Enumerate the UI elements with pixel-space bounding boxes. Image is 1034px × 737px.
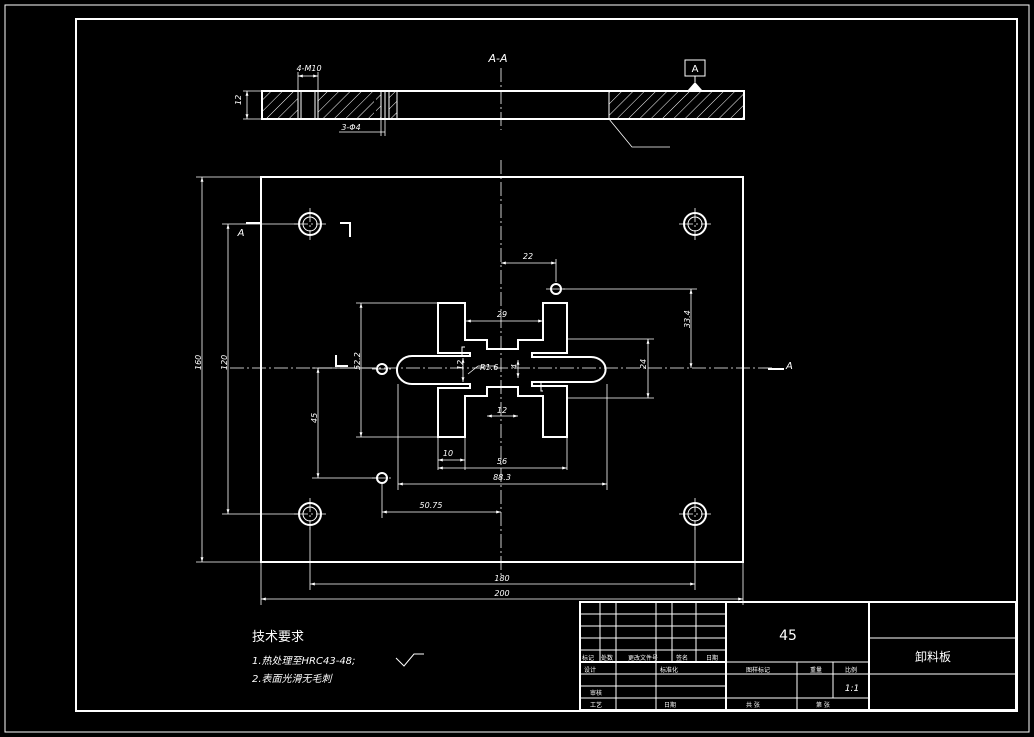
dim-52-2: 52.2 [353, 352, 362, 370]
tb-label-2: 更改文件号 [628, 654, 658, 662]
dim-180: 180 [494, 574, 509, 583]
plan-view: A A 22 29 33.4 52.2 24 [194, 160, 793, 605]
datum-label: A [692, 64, 699, 75]
dim-200: 200 [494, 589, 509, 598]
dim-10: 10 [443, 449, 453, 458]
section-view: A-A 4-M10 3-Φ4 12 A [234, 52, 745, 148]
tb-label-1: 处数 [601, 654, 613, 662]
dim-45: 45 [310, 413, 319, 423]
tech-line-2: 2.表面光滑无毛刺 [252, 673, 334, 685]
dim-12b: 12 [497, 406, 507, 415]
tb-label-5: 设计 [584, 666, 596, 674]
dim-r1-6: R1.6 [480, 363, 498, 372]
material: 45 [779, 628, 797, 644]
tb-label-6: 标准化 [660, 666, 678, 674]
tb-label-8: 重量 [810, 666, 822, 674]
dim-24: 24 [639, 359, 648, 369]
thread-hole-tr [679, 208, 711, 240]
cavity-outline [396, 302, 607, 438]
dim-4: 4 [510, 364, 519, 369]
tb-label-13: 共 张 [746, 701, 760, 709]
tech-requirements: 技术要求 1.热处理至HRC43-48; 2.表面光滑无毛刺 [252, 630, 424, 685]
dim-33-4: 33.4 [683, 310, 692, 328]
tb-label-7: 图样标记 [746, 666, 770, 674]
tech-line-1: 1.热处理至HRC43-48; [252, 655, 355, 667]
pin-holes-label: 3-Φ4 [341, 123, 360, 132]
outer-border [4, 4, 1030, 733]
part-name: 卸料板 [915, 649, 951, 664]
dim-120: 120 [220, 355, 229, 370]
thread-hole-br [679, 498, 711, 530]
scale: 1:1 [845, 684, 859, 694]
tb-label-14: 第 张 [816, 701, 830, 709]
surface-roughness-icon [395, 653, 424, 667]
tb-label-10: 审核 [590, 689, 602, 697]
dim-160: 160 [194, 355, 203, 370]
title-block: 标记 处数 更改文件号 签名 日期 设计 标准化 图样标记 重量 比例 审核 工… [579, 601, 1017, 711]
thickness-dim: 12 [234, 95, 243, 105]
dim-56: 56 [497, 457, 507, 466]
thread-hole-bl [294, 498, 326, 530]
tb-label-0: 标记 [582, 654, 594, 662]
dim-12: 12 [456, 360, 465, 370]
thread-hole-tl [294, 208, 326, 240]
tb-label-3: 签名 [676, 654, 688, 662]
thread-holes-label: 4-M10 [296, 64, 321, 73]
section-title: A-A [487, 52, 507, 65]
tb-label-12: 日期 [664, 701, 676, 709]
pin-hole-top [546, 283, 566, 295]
dim-22: 22 [523, 252, 533, 261]
tech-title: 技术要求 [252, 630, 304, 645]
dim-50-75: 50.75 [420, 501, 443, 510]
inner-border [75, 18, 1018, 712]
plate-outline [260, 176, 744, 563]
dim-29: 29 [497, 310, 507, 319]
pin-hole-left [372, 363, 392, 375]
tb-label-4: 日期 [706, 654, 718, 662]
section-marker-left: A [237, 228, 245, 239]
tb-label-11: 工艺 [590, 701, 602, 709]
tb-label-9: 比例 [845, 666, 857, 674]
dim-88-3: 88.3 [493, 473, 511, 482]
section-marker-right: A [785, 361, 793, 372]
